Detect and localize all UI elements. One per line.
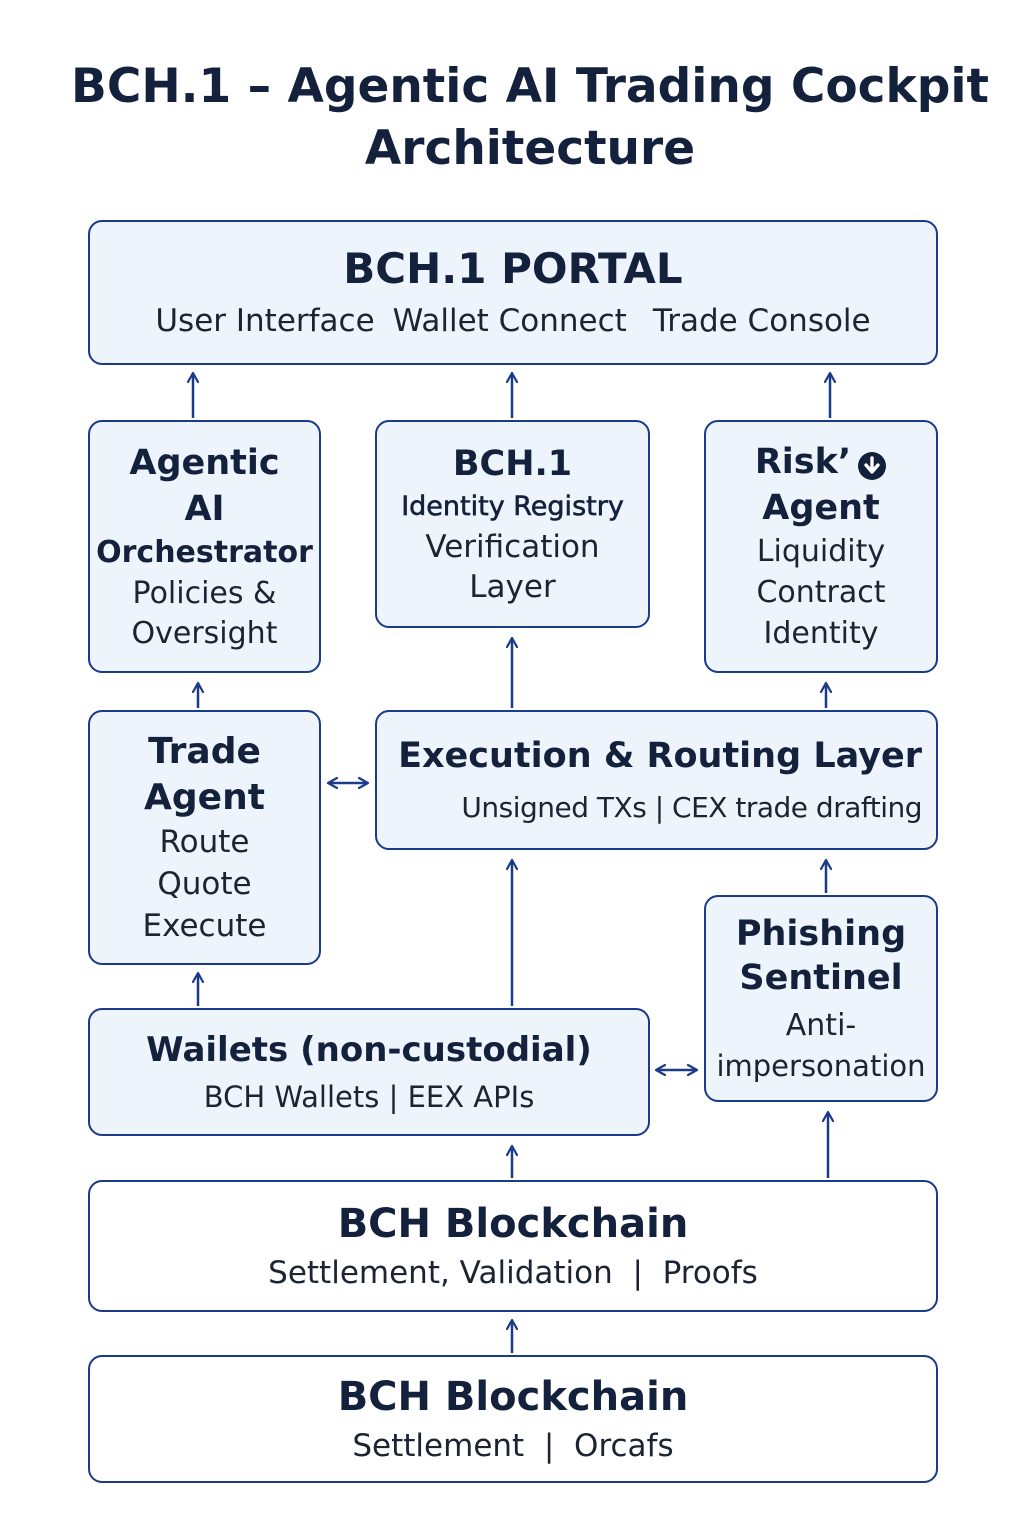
- execution-layer-heading: Execution & Routing Layer: [398, 736, 922, 776]
- trade-agent-heading-line-2: Agent: [144, 776, 265, 818]
- wallets-box: Wailets (non-custodial) BCH Wallets | EE…: [88, 1008, 650, 1136]
- portal-item-user-interface: User Interface: [155, 302, 375, 339]
- title-line-1: BCH.1 – Agentic AI Trading Cockpit: [71, 59, 989, 114]
- portal-box: BCH.1 PORTAL User Interface Wallet Conne…: [88, 220, 938, 365]
- trade-agent-body-line-3: Execute: [142, 907, 267, 944]
- phishing-sentinel-heading-line-1: Phishing: [735, 913, 907, 954]
- blockchain-2-heading: BCH Blockchain: [337, 1374, 689, 1420]
- phishing-sentinel-heading-line-2: Sentinel: [739, 957, 903, 998]
- identity-registry-body-line-2: Layer: [469, 569, 556, 605]
- risk-agent-body-line-3: Identity: [763, 616, 879, 651]
- identity-registry-box: BCH.1 Identity Registry Verification Lay…: [375, 420, 650, 628]
- trade-agent-body-line-2: Quote: [157, 865, 252, 902]
- blockchain-box-1: BCH Blockchain Settlement, Validation | …: [88, 1180, 938, 1312]
- execution-layer-box: Execution & Routing Layer Unsigned TXs |…: [375, 710, 938, 850]
- blockchain-1-heading: BCH Blockchain: [337, 1201, 689, 1247]
- risk-agent-heading-line-2: Agent: [762, 488, 880, 528]
- trade-agent-body-line-1: Route: [159, 823, 250, 860]
- orchestrator-heading-line-1: Agentic: [129, 442, 280, 483]
- identity-registry-heading: BCH.1: [452, 444, 573, 484]
- portal-heading: BCH.1 PORTAL: [343, 243, 683, 293]
- title-line-2: Architecture: [364, 121, 696, 176]
- phishing-sentinel-body-line-2: impersonation: [716, 1048, 926, 1083]
- blockchain-1-body: Settlement, Validation | Proofs: [268, 1255, 758, 1291]
- orchestrator-body-line-1: Policies &: [132, 575, 277, 611]
- risk-agent-body-line-2: Contract: [756, 575, 886, 610]
- execution-layer-body: Unsigned TXs | CEX trade drafting: [461, 791, 922, 824]
- orchestrator-heading-line-3: Orchestrator: [96, 534, 313, 570]
- portal-item-wallet-connect: Wallet Connect: [392, 302, 627, 339]
- wallets-body: BCH Wallets | EEX APIs: [203, 1080, 535, 1114]
- identity-registry-subheading: Identity Registry: [401, 491, 624, 523]
- portal-item-trade-console: Trade Console: [652, 302, 871, 339]
- orchestrator-body-line-2: Oversight: [131, 615, 278, 651]
- trade-agent-box: Trade Agent Route Quote Execute: [88, 710, 321, 965]
- wallets-heading: Wailets (non-custodial): [146, 1030, 592, 1070]
- orchestrator-box: Agentic AI Orchestrator Policies & Overs…: [88, 420, 321, 673]
- identity-registry-body-line-1: Verification: [425, 529, 600, 565]
- risk-agent-body-line-1: Liquidity: [756, 534, 886, 569]
- risk-agent-heading-line-1: Risk’: [754, 442, 852, 482]
- phishing-sentinel-box: Phishing Sentinel Anti- impersonation: [704, 895, 938, 1102]
- blockchain-box-2: BCH Blockchain Settlement | Orcafs: [88, 1355, 938, 1483]
- down-arrow-circle-icon: [857, 447, 887, 480]
- orchestrator-heading-line-2: AI: [184, 488, 225, 529]
- phishing-sentinel-body-line-1: Anti-: [785, 1007, 857, 1043]
- blockchain-2-body: Settlement | Orcafs: [352, 1428, 674, 1464]
- diagram-title: BCH.1 – Agentic AI Trading Cockpit Archi…: [0, 56, 1024, 180]
- risk-agent-box: Risk’ Agent Liquidity Contract Identity: [704, 420, 938, 673]
- trade-agent-heading-line-1: Trade: [148, 730, 261, 772]
